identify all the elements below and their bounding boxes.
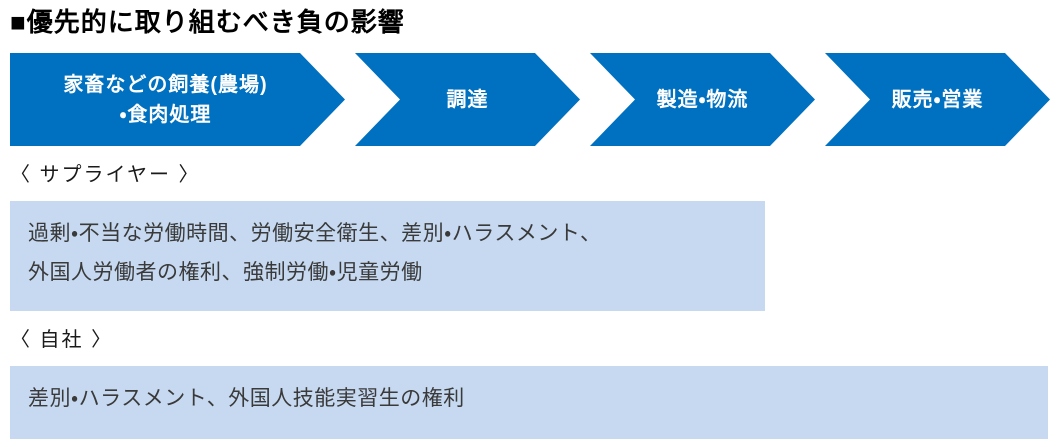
own-company-impacts-text: 差別・ハラスメント、外国人技能実習生の権利: [28, 387, 465, 410]
flow-step-label: 製造・物流: [656, 88, 749, 111]
flow-step-label: 家畜などの飼養(農場) ・食肉処理: [63, 73, 268, 126]
own-company-section-heading: 〈 自社 〉: [10, 329, 114, 351]
supplier-impacts-text: 過剰・不当な労働時間、労働安全衛生、差別・ハラスメント、 外国人労働者の権利、強…: [28, 222, 602, 284]
flow-step-procurement: 調達: [355, 53, 580, 146]
flow-step-manufacturing-logistics: 製造・物流: [590, 53, 815, 146]
flow-step-sales: 販売・営業: [825, 53, 1050, 146]
process-flow: 家畜などの飼養(農場) ・食肉処理 調達 製造・物流 販売・営業: [10, 53, 1050, 146]
flow-step-livestock-farming: 家畜などの飼養(農場) ・食肉処理: [10, 53, 345, 146]
own-company-impacts-box: 差別・ハラスメント、外国人技能実習生の権利: [10, 366, 1048, 439]
flow-step-label: 販売・営業: [891, 88, 984, 111]
supplier-impacts-box: 過剰・不当な労働時間、労働安全衛生、差別・ハラスメント、 外国人労働者の権利、強…: [10, 201, 765, 311]
flow-step-label: 調達: [446, 88, 489, 111]
supplier-section-heading: 〈 サプライヤー 〉: [10, 164, 201, 186]
page-title: ■優先的に取り組むべき負の影響: [10, 7, 405, 37]
